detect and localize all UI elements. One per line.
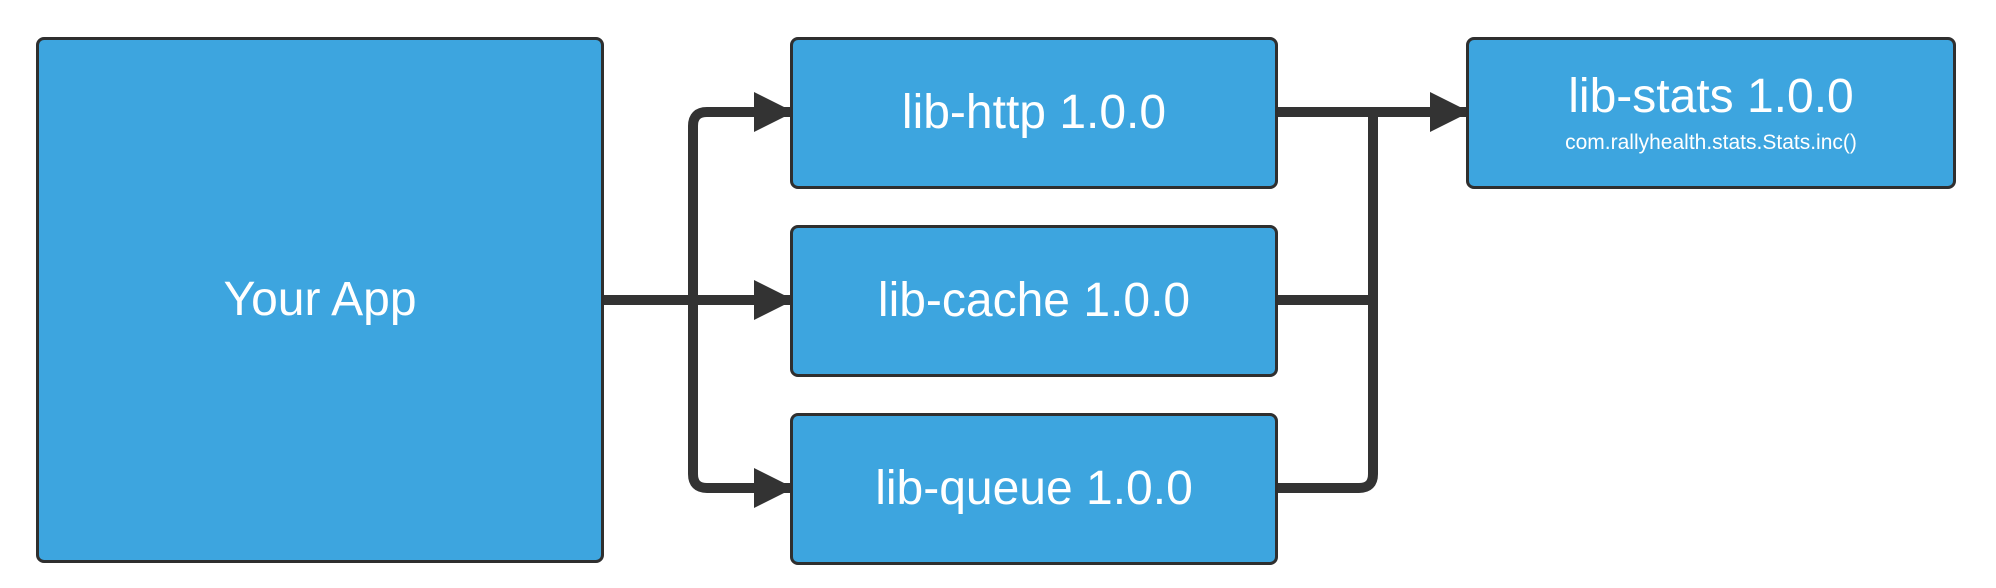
node-lib-queue-label: lib-queue 1.0.0 (875, 461, 1193, 515)
node-lib-cache-label: lib-cache 1.0.0 (877, 273, 1191, 327)
node-your-app-label: Your App (223, 272, 417, 326)
node-lib-http: lib-http 1.0.0 (790, 37, 1278, 189)
edge-app-to-queue (604, 295, 794, 508)
edge-queue-to-stats (1278, 112, 1378, 493)
node-lib-stats-label: lib-stats 1.0.0 (1568, 69, 1854, 123)
node-lib-cache: lib-cache 1.0.0 (790, 225, 1278, 377)
edge-app-to-http (604, 92, 794, 305)
node-lib-queue: lib-queue 1.0.0 (790, 413, 1278, 565)
node-lib-stats: lib-stats 1.0.0 com.rallyhealth.stats.St… (1466, 37, 1956, 189)
node-lib-stats-method: com.rallyhealth.stats.Stats.inc() (1565, 131, 1857, 155)
edge-cache-to-stats (1278, 112, 1378, 305)
node-your-app: Your App (36, 37, 604, 563)
node-lib-http-label: lib-http 1.0.0 (901, 85, 1167, 139)
